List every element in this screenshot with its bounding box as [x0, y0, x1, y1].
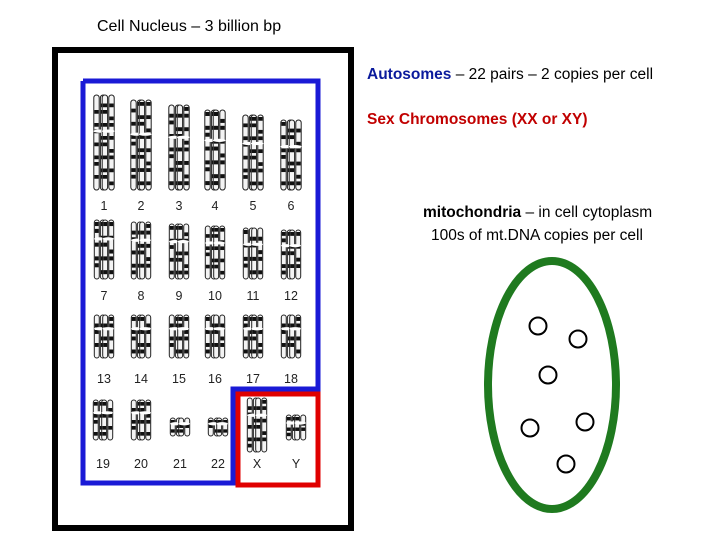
chromosome-pair-7 [94, 220, 114, 279]
mitochondria-label: mitochondria [423, 204, 521, 221]
chromosome-pair-19 [93, 400, 113, 440]
chromosome-label: 22 [211, 457, 225, 471]
chromosome-label: 14 [134, 372, 148, 386]
chromosome-label: 6 [288, 199, 295, 213]
chromosome-pair-9 [169, 224, 189, 279]
chromosome-label: 8 [138, 289, 145, 303]
chromosome-pair-2 [131, 100, 152, 190]
chromosome-pair-6 [281, 120, 302, 190]
chromosome-label: X [253, 457, 262, 471]
chromosome-pair-12 [281, 230, 301, 279]
chromosome-label: 11 [247, 289, 260, 303]
chromosome-label: 12 [284, 289, 298, 303]
chromosome-pair-3 [169, 105, 190, 190]
chromosome-pair-5 [243, 115, 264, 190]
chromosome-label: 3 [176, 199, 183, 213]
chromosome-pair-21 [170, 418, 190, 436]
chromosome-label: 16 [208, 372, 222, 386]
chromosome-pair-11 [243, 228, 263, 279]
chromosome-pair-22 [208, 418, 228, 436]
chromosome-pair-14 [131, 315, 151, 358]
autosomes-caption: Autosomes – 22 pairs – 2 copies per cell [367, 66, 653, 84]
chromosome-label: 10 [208, 289, 222, 303]
chromosome-pair-16 [205, 315, 225, 358]
chromosome-label: 1 [101, 199, 108, 213]
chromosome-label: 4 [212, 199, 219, 213]
chromosome-label: 20 [134, 457, 148, 471]
mtdna-copies-caption: 100s of mt.DNA copies per cell [431, 227, 643, 245]
chromosome-label: 9 [176, 289, 183, 303]
chromosome-label: 5 [250, 199, 257, 213]
chromosome-label: 2 [138, 199, 145, 213]
chromosome-pair-10 [205, 226, 225, 279]
chromosome-pair-18 [281, 315, 301, 358]
chromosome-pair-8 [131, 222, 151, 279]
chromosome-pair-15 [169, 315, 189, 358]
chromosome-pair-1 [94, 95, 115, 190]
mitochondria-caption: mitochondria – in cell cytoplasm [423, 204, 652, 222]
chromosome-pair-20 [131, 400, 151, 440]
chromosome-label: 18 [284, 372, 298, 386]
chromosome-label: 21 [173, 457, 187, 471]
sex-chromosomes-caption: Sex Chromosomes (XX or XY) [367, 111, 588, 129]
autosomes-detail: – 22 pairs – 2 copies per cell [451, 66, 653, 83]
mitochondrion-cell [488, 261, 616, 509]
chromosome-label: 17 [246, 372, 260, 386]
mitochondria-location: – in cell cytoplasm [521, 204, 652, 221]
chromosome-pair-13 [94, 315, 114, 358]
chromosome-label: 19 [96, 457, 110, 471]
autosomes-label: Autosomes [367, 66, 451, 83]
chromosome-pair-17 [243, 315, 263, 358]
chromosome-label: 13 [97, 372, 111, 386]
chromosome-label: 15 [172, 372, 186, 386]
chromosome-label: 7 [101, 289, 108, 303]
chromosome-pair-Y [286, 415, 306, 440]
chromosome-label: Y [292, 457, 301, 471]
chromosome-pair-4 [205, 110, 226, 190]
chromosome-pair-X [247, 398, 267, 452]
